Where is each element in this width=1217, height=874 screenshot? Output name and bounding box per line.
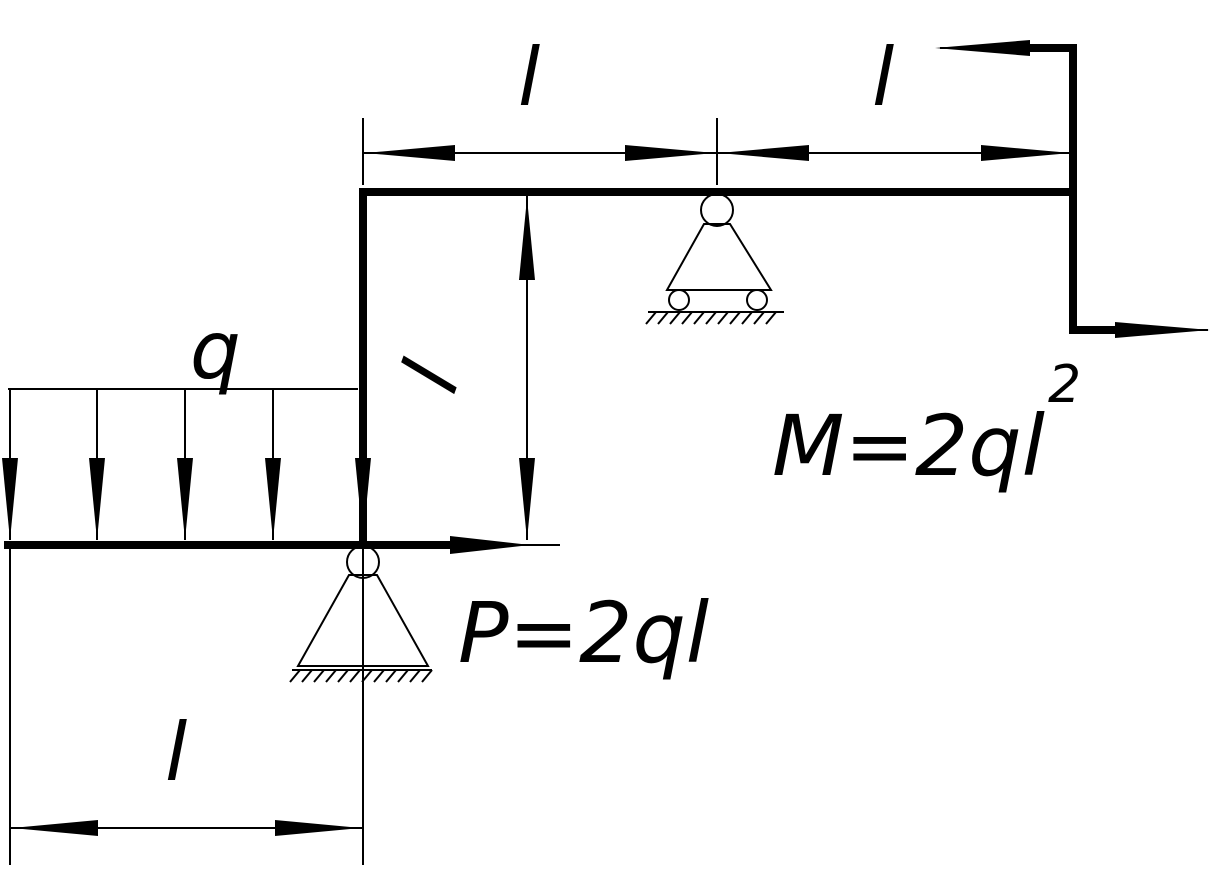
vertical-dimension bbox=[519, 196, 535, 540]
label-force-p: P=2ql bbox=[458, 584, 709, 682]
roller-support bbox=[645, 193, 784, 325]
bottom-dimension bbox=[9, 545, 364, 865]
label-l-top-left: l bbox=[518, 31, 540, 124]
pin-support bbox=[289, 545, 433, 683]
distributed-load bbox=[2, 388, 371, 540]
moment-arrow-bottom bbox=[1115, 322, 1210, 338]
moment-arrow-top bbox=[935, 40, 1030, 56]
label-l-top-right: l bbox=[872, 31, 894, 124]
force-arrow bbox=[450, 536, 560, 554]
label-q: q bbox=[190, 304, 241, 397]
top-dimension bbox=[362, 118, 1073, 185]
label-moment-m: M=2ql bbox=[772, 397, 1045, 495]
label-l-vertical: l bbox=[384, 351, 479, 404]
label-l-bottom: l bbox=[165, 706, 187, 799]
label-moment-exponent: 2 bbox=[1048, 355, 1081, 415]
moment-arrows bbox=[935, 40, 1210, 338]
